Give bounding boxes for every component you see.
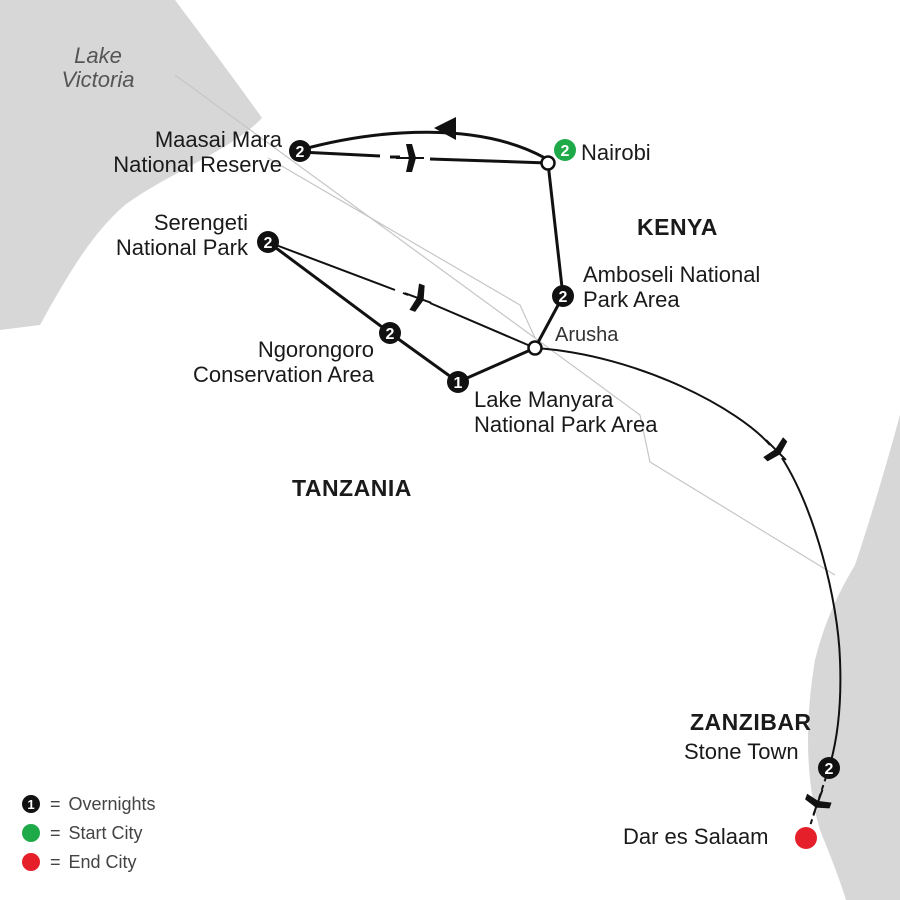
country-kenya: KENYA bbox=[637, 214, 718, 240]
label-ngorongoro-line2: Conservation Area bbox=[193, 362, 374, 387]
coast-land bbox=[808, 415, 900, 900]
legend-end-label: End City bbox=[68, 851, 137, 872]
label-manyara-line1: Lake Manyara bbox=[474, 387, 614, 412]
plane-icon bbox=[396, 144, 424, 172]
marker-maasai-num: 2 bbox=[296, 144, 305, 161]
label-amboseli-line2: Park Area bbox=[583, 287, 680, 312]
marker-stone-town-num: 2 bbox=[825, 761, 834, 778]
legend-end-swatch bbox=[22, 853, 40, 871]
plane-icon bbox=[805, 789, 832, 815]
label-amboseli: Amboseli National Park Area bbox=[583, 262, 760, 312]
label-maasai-line2: National Reserve bbox=[113, 152, 282, 177]
label-manyara-line2: National Park Area bbox=[474, 412, 658, 437]
waypoint-nairobi bbox=[540, 155, 556, 171]
legend-equals: = bbox=[50, 822, 61, 843]
label-amboseli-line1: Amboseli National bbox=[583, 262, 761, 287]
label-serengeti-line2: National Park bbox=[115, 235, 248, 260]
route-arusha-manyara bbox=[457, 346, 536, 384]
country-zanzibar: ZANZIBAR bbox=[690, 709, 812, 735]
legend-overnights: 1 = Overnights bbox=[22, 793, 156, 815]
legend-end: = End City bbox=[22, 851, 137, 873]
country-tanzania: TANZANIA bbox=[292, 475, 412, 501]
marker-stone-town: 2 bbox=[818, 757, 840, 779]
route-nairobi-maasai-arc bbox=[299, 130, 546, 160]
label-stone-town: Stone Town bbox=[684, 739, 799, 764]
small-island bbox=[880, 600, 900, 635]
label-dar-es-salaam: Dar es Salaam bbox=[623, 824, 769, 849]
route-flight-zanzibar bbox=[534, 347, 842, 769]
label-arusha: Arusha bbox=[555, 324, 619, 346]
lake-victoria-label: Lake Victoria bbox=[48, 44, 148, 92]
label-nairobi: Nairobi bbox=[581, 140, 651, 165]
legend-start: = Start City bbox=[22, 822, 143, 844]
label-ngorongoro-line1: Ngorongoro bbox=[257, 337, 374, 362]
legend-overnights-num: 1 bbox=[27, 796, 35, 812]
legend-start-swatch bbox=[22, 824, 40, 842]
route-arrow bbox=[434, 117, 456, 140]
border-lake bbox=[174, 74, 536, 339]
route-manyara-ngorongoro bbox=[389, 331, 459, 384]
marker-nairobi-num: 2 bbox=[561, 143, 570, 160]
lake-label-line1: Lake bbox=[74, 43, 122, 68]
lake-victoria bbox=[0, 0, 262, 330]
plane-icon bbox=[404, 283, 432, 312]
legend-equals: = bbox=[50, 851, 61, 872]
border-kenya-tanzania bbox=[267, 157, 836, 576]
marker-manyara-num: 1 bbox=[454, 375, 463, 392]
label-maasai-line1: Maasai Mara bbox=[154, 127, 282, 152]
marker-serengeti: 2 bbox=[257, 231, 279, 253]
label-serengeti-line1: Serengeti bbox=[153, 210, 248, 235]
marker-amboseli: 2 bbox=[552, 285, 574, 307]
marker-dar-end bbox=[795, 827, 817, 849]
marker-maasai: 2 bbox=[289, 140, 311, 162]
legend-overnights-label: Overnights bbox=[68, 793, 156, 814]
marker-serengeti-num: 2 bbox=[264, 235, 273, 252]
marker-nairobi: 2 bbox=[554, 139, 576, 161]
route-flight-serengeti bbox=[267, 241, 536, 349]
label-serengeti: Serengeti National Park bbox=[60, 210, 248, 260]
route-ngorongoro-serengeti bbox=[267, 240, 391, 335]
legend-equals: = bbox=[50, 793, 61, 814]
label-ngorongoro: Ngorongoro Conservation Area bbox=[140, 337, 374, 387]
route-nairobi-amboseli bbox=[546, 162, 565, 297]
marker-ngorongoro: 2 bbox=[379, 322, 401, 344]
label-maasai-mara: Maasai Mara National Reserve bbox=[60, 127, 282, 177]
marker-manyara: 1 bbox=[447, 371, 469, 393]
marker-ngorongoro-num: 2 bbox=[386, 326, 395, 343]
plane-icon bbox=[763, 437, 788, 462]
marker-amboseli-num: 2 bbox=[559, 289, 568, 306]
waypoint-arusha bbox=[527, 340, 543, 356]
legend-start-label: Start City bbox=[68, 822, 143, 843]
legend-overnights-swatch: 1 bbox=[22, 795, 40, 813]
label-manyara: Lake Manyara National Park Area bbox=[474, 387, 657, 437]
lake-label-line2: Victoria bbox=[61, 67, 135, 92]
